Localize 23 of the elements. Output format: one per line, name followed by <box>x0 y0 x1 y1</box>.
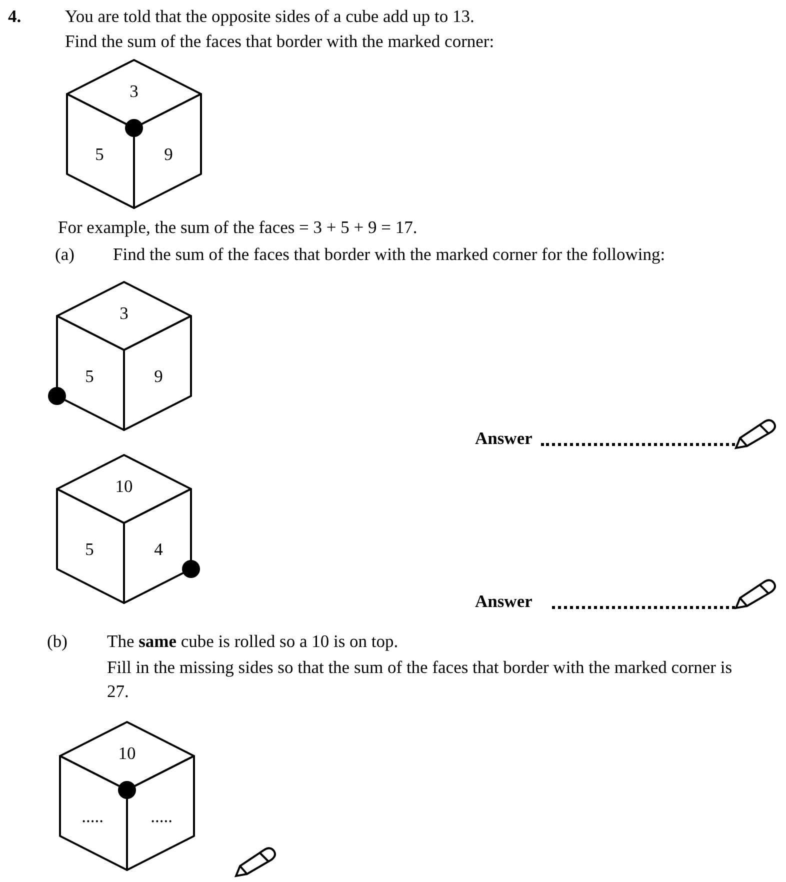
face-number: 10 <box>118 743 136 763</box>
question-text: Find the sum of the faces that border with the marked corner: <box>65 30 494 52</box>
question-text: For example, the sum of the faces = 3 + 5 + 9 = 17. <box>58 216 418 238</box>
question-text: Find the sum of the faces that border with the marked corner for the following: <box>113 243 666 265</box>
face-number: 3 <box>130 81 138 101</box>
face-number: 5 <box>85 539 94 559</box>
question-text: Fill in the missing sides so that the sum of the faces that border with the marked corner is 27. <box>107 656 734 703</box>
answer-label: Answer <box>475 590 532 612</box>
question-text: The same cube is rolled so a 10 is on top. <box>107 630 398 652</box>
face-number: 5 <box>85 366 94 386</box>
question-text: You are told that the opposite sides of a cube add up to 13. <box>65 5 474 27</box>
answer-label: Answer <box>475 427 532 449</box>
face-number: ..... <box>150 806 172 826</box>
face-number: 9 <box>164 144 173 164</box>
face-number: 4 <box>154 539 163 559</box>
part-label: (b) <box>47 630 68 652</box>
question-number: 4. <box>8 5 22 27</box>
face-number: 9 <box>154 366 163 386</box>
face-number: ..... <box>82 806 104 826</box>
face-number: 10 <box>115 476 133 496</box>
face-number: 5 <box>95 144 104 164</box>
face-number: 3 <box>120 303 128 323</box>
part-label: (a) <box>55 243 74 265</box>
